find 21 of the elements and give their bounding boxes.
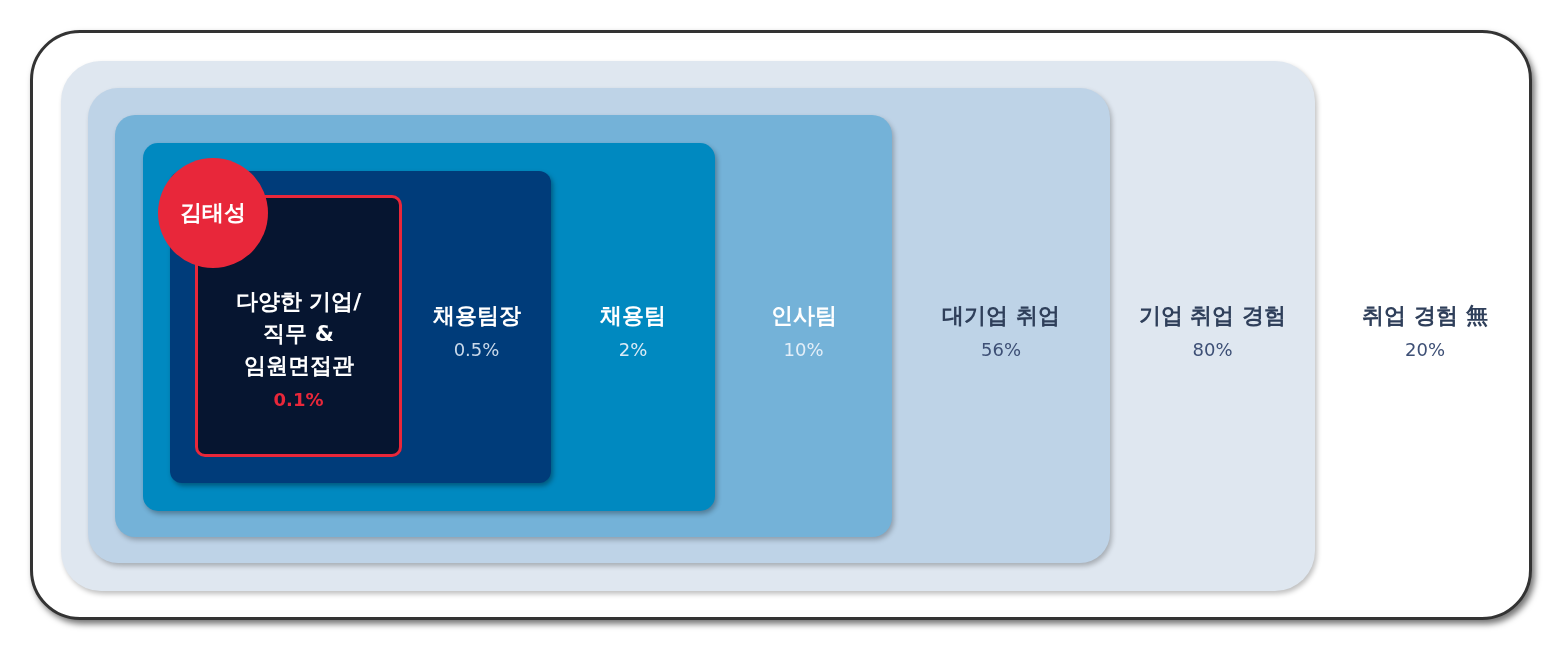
group-heading: 취업 경험 無	[1362, 302, 1488, 331]
percentage-label: 20%	[1405, 338, 1445, 362]
percentage-label: 56%	[981, 338, 1021, 362]
outer-panel	[30, 30, 1532, 620]
percentage-label: 2%	[618, 338, 648, 362]
group-heading: 대기업 취업	[942, 302, 1060, 331]
percentage-label: 10%	[783, 338, 824, 362]
nested-panel	[115, 115, 892, 537]
percentage-label: 0.5%	[453, 338, 500, 362]
percentage-label: 80%	[1192, 338, 1233, 362]
nested-panel	[170, 171, 551, 483]
nested-panel	[88, 88, 1110, 563]
group-heading: 다양한 기업/직무 & 임원면접관	[234, 288, 363, 381]
badge-name: 김태성	[180, 199, 246, 228]
group-heading: 인사팀	[770, 302, 837, 331]
group-heading: 채용팀	[600, 302, 666, 331]
group-heading: 기업 취업 경험	[1138, 302, 1287, 331]
nested-panel	[61, 61, 1315, 591]
nested-panel	[143, 143, 715, 511]
group-heading: 채용팀장	[432, 302, 521, 331]
percentage-label: 0.1%	[273, 388, 324, 412]
